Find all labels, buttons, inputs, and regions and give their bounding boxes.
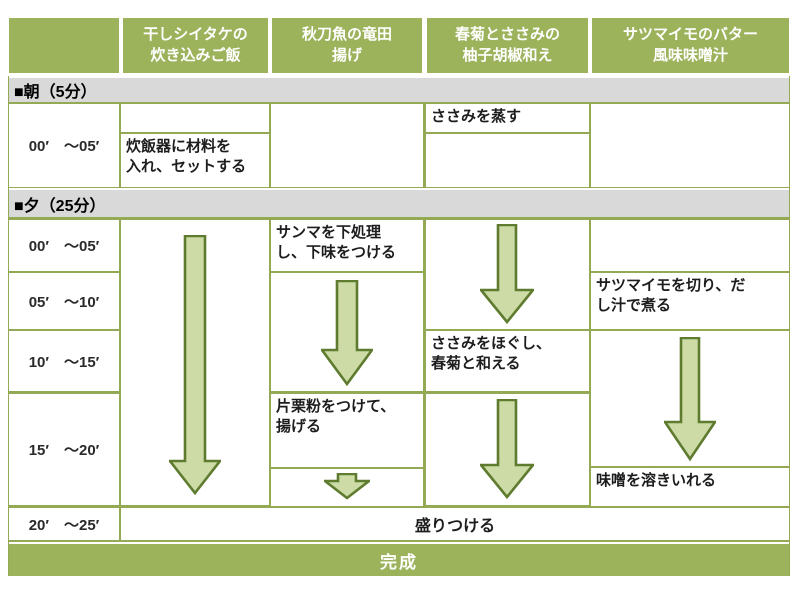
time-morning-00-05: 00′ ～05′ <box>9 104 119 187</box>
cell-saury-morning-empty <box>271 104 423 187</box>
cell-rice-morning-empty <box>121 104 269 132</box>
cell-miso-evening-empty <box>591 220 789 271</box>
duration-arrow-icon <box>480 399 534 499</box>
cell-shungiku-morning-empty <box>426 134 589 187</box>
time-evening-05-10: 05′ ～10′ <box>9 273 119 329</box>
footer-complete: 完成 <box>9 542 789 576</box>
cell-sanma-prep: サンマを下処理 し、下味をつける <box>271 220 423 271</box>
cell-sweet-potato: サツマイモを切り、だ し汁で煮る <box>591 273 789 329</box>
section-evening: ■夕（25分） <box>9 188 789 217</box>
header-dish-shungiku: 春菊とささみの 柚子胡椒和え <box>427 18 588 73</box>
cell-plating: 盛りつける <box>121 508 789 540</box>
header-dish-saury: 秋刀魚の竜田 揚げ <box>272 18 422 73</box>
header-time-column <box>9 18 119 73</box>
cell-sasami-mix: ささみをほぐし、 春菊と和える <box>426 331 589 391</box>
duration-arrow-icon <box>324 473 370 500</box>
cell-steam-sasami: ささみを蒸す <box>426 104 589 132</box>
cell-rice-set: 炊飯器に材料を 入れ、セットする <box>121 134 269 187</box>
duration-arrow-icon <box>169 235 221 495</box>
duration-arrow-icon <box>480 224 534 324</box>
duration-arrow-icon <box>321 280 373 386</box>
schedule-grid: 干しシイタケの 炊き込みご飯 秋刀魚の竜田 揚げ 春菊とささみの 柚子胡椒和え … <box>8 18 790 576</box>
cell-flour-fry: 片栗粉をつけて、 揚げる <box>271 394 423 467</box>
cell-miso-morning-empty <box>591 104 789 187</box>
time-evening-10-15: 10′ ～15′ <box>9 331 119 391</box>
time-evening-00-05: 00′ ～05′ <box>9 220 119 271</box>
section-morning: ■朝（5分） <box>9 76 789 102</box>
time-evening-15-20: 15′ ～20′ <box>9 394 119 505</box>
header-dish-miso-soup: サツマイモのバター 風味味噌汁 <box>592 18 789 73</box>
header-dish-rice: 干しシイタケの 炊き込みご飯 <box>123 18 268 73</box>
cell-miso-dissolve: 味噌を溶きいれる <box>591 468 789 506</box>
time-evening-20-25: 20′ ～25′ <box>9 508 119 540</box>
duration-arrow-icon <box>664 337 716 461</box>
